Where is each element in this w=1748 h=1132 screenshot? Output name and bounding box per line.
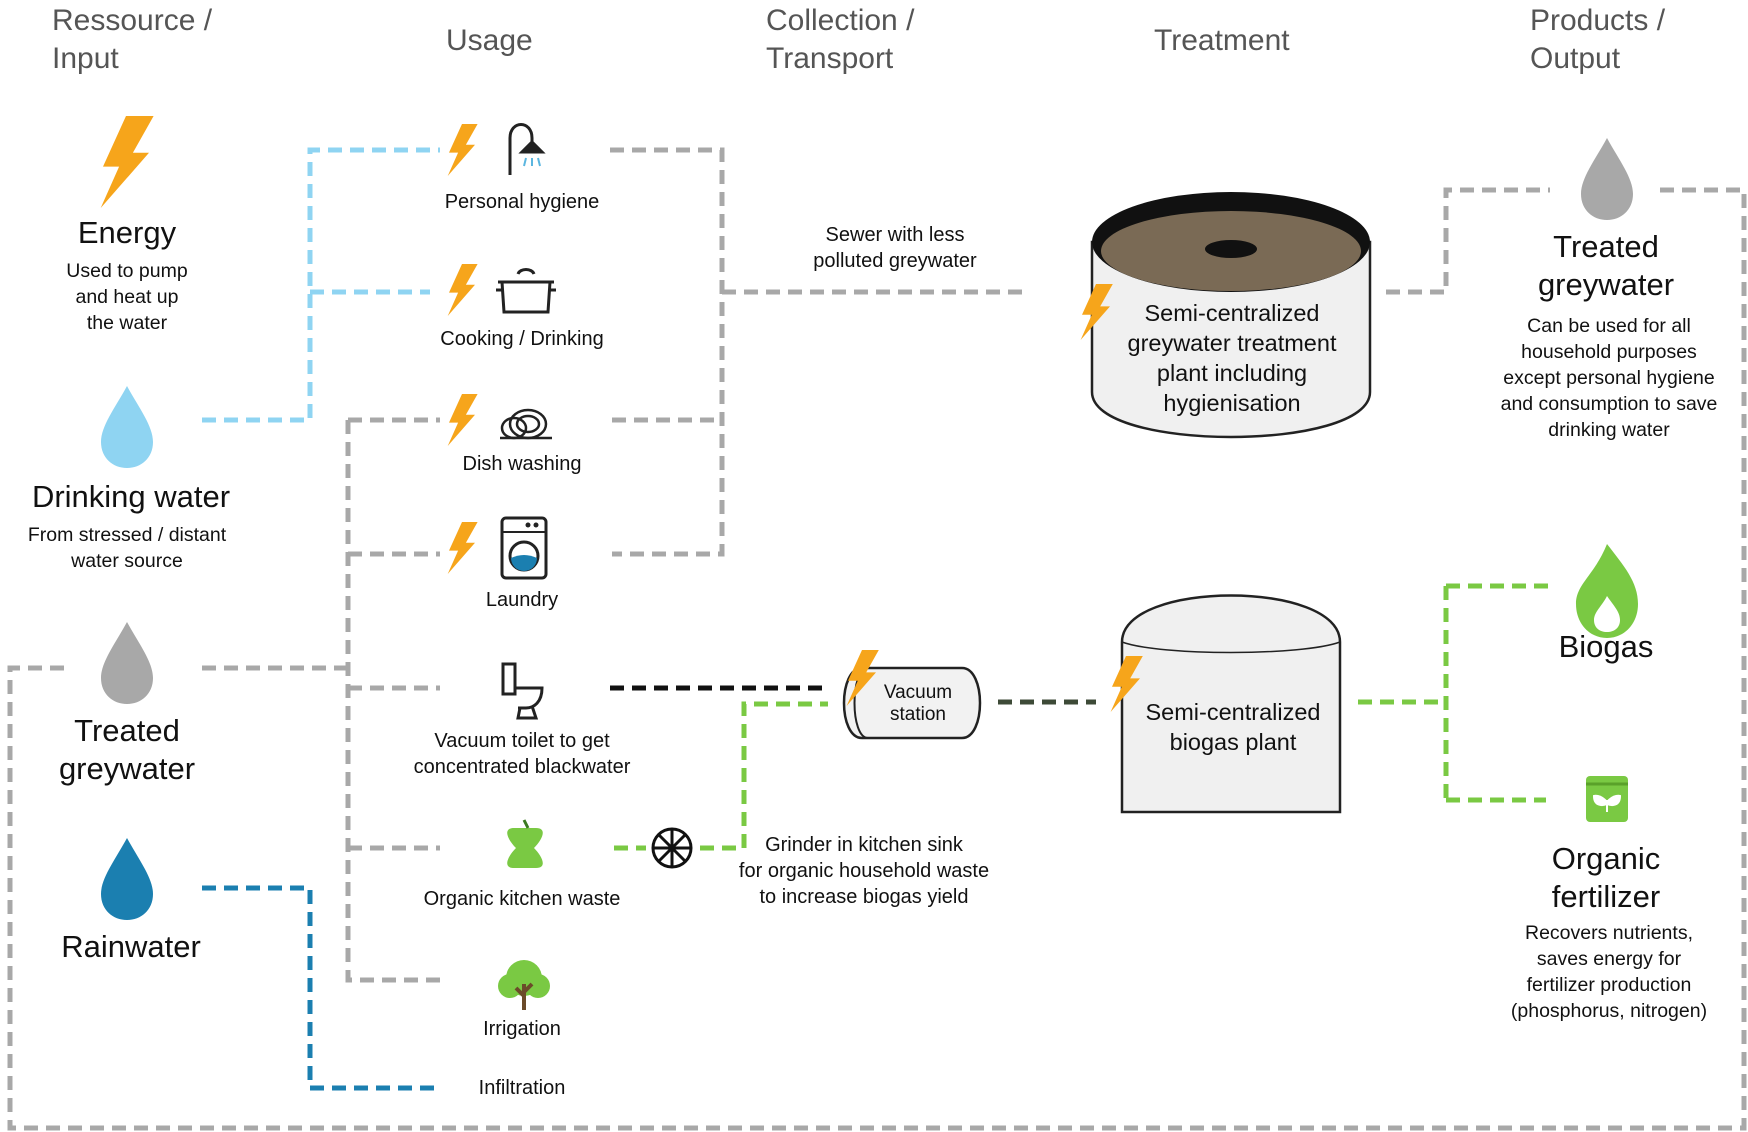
biogas-plant-label: Semi-centralized biogas plant — [1145, 699, 1321, 755]
dishes-icon — [500, 408, 552, 440]
header-collection: Collection / Transport — [766, 4, 915, 75]
dish-lightning-icon — [447, 394, 478, 446]
energy-lightning-icon — [100, 116, 154, 208]
drinking-water-lines — [202, 147, 440, 423]
header-input: Ressource / Input — [52, 4, 213, 75]
cooking-pot-icon — [496, 268, 556, 314]
drinking-water-drop-icon — [101, 386, 153, 468]
vacuum-station-label: Vacuum station — [883, 682, 953, 725]
greywater-treatment-tank — [1090, 192, 1372, 439]
shower-icon — [508, 123, 546, 175]
drinking-water-description: From stressed / distant water source — [27, 524, 227, 572]
connector-lines — [7, 147, 1747, 1131]
biogas-plant-tank — [1120, 594, 1342, 814]
greywater-treatment-label: Semi-centralized greywater treatment pla… — [1127, 300, 1337, 416]
biogas-title: Biogas — [1558, 629, 1654, 664]
rainwater-drop-icon — [101, 838, 153, 920]
flame-icon — [1576, 544, 1638, 638]
rainwater-title: Rainwater — [61, 929, 201, 964]
rainwater-line — [202, 885, 440, 1091]
irrigation-label: Irrigation — [483, 1018, 561, 1040]
infiltration-label: Infiltration — [478, 1077, 566, 1099]
sewer-label: Sewer with less polluted greywater — [813, 224, 977, 272]
cooking-drinking-label: Cooking / Drinking — [440, 328, 604, 350]
laundry-label: Laundry — [485, 589, 559, 611]
vacuum-toilet-label: Vacuum toilet to get concentrated blackw… — [413, 730, 631, 778]
organic-fertilizer-title: Organic fertilizer — [1551, 841, 1661, 914]
input-treated-greywater-title: Treated greywater — [58, 713, 196, 786]
dish-washing-label: Dish washing — [462, 453, 582, 475]
organic-fertilizer-description: Recovers nutrients, saves energy for fer… — [1510, 922, 1708, 1022]
output-treated-greywater-title: Treated greywater — [1537, 229, 1675, 302]
treated-greywater-drop-icon — [101, 622, 153, 704]
drinking-water-title: Drinking water — [31, 479, 231, 514]
washing-machine-icon — [500, 516, 548, 580]
fertilizer-bag-icon — [1586, 776, 1628, 822]
grinder-icon — [651, 827, 693, 869]
output-treated-greywater-drop-icon — [1581, 138, 1633, 220]
header-treatment: Treatment — [1154, 24, 1290, 57]
vacuum-station-tank — [842, 666, 982, 740]
output-treated-greywater-description: Can be used for all household purposes e… — [1500, 315, 1718, 441]
toilet-icon — [501, 662, 544, 720]
organic-kitchen-waste-label: Organic kitchen waste — [423, 888, 621, 910]
header-usage: Usage — [446, 24, 533, 57]
apple-core-icon — [507, 819, 543, 868]
sewer-lines — [610, 147, 1030, 557]
laundry-lightning-icon — [447, 522, 478, 574]
header-output: Products / Output — [1530, 4, 1666, 75]
cooking-lightning-icon — [447, 264, 478, 316]
tree-icon — [498, 960, 550, 1010]
energy-description: Used to pump and heat up the water — [66, 260, 188, 334]
organic-lines — [614, 583, 1550, 851]
grinder-label: Grinder in kitchen sink for organic hous… — [738, 834, 990, 908]
personal-hygiene-label: Personal hygiene — [444, 191, 600, 213]
energy-title: Energy — [77, 215, 177, 250]
greywater-return-loop — [7, 187, 1747, 1131]
hygiene-lightning-icon — [447, 124, 478, 176]
treated-greywater-input-lines — [202, 417, 440, 983]
